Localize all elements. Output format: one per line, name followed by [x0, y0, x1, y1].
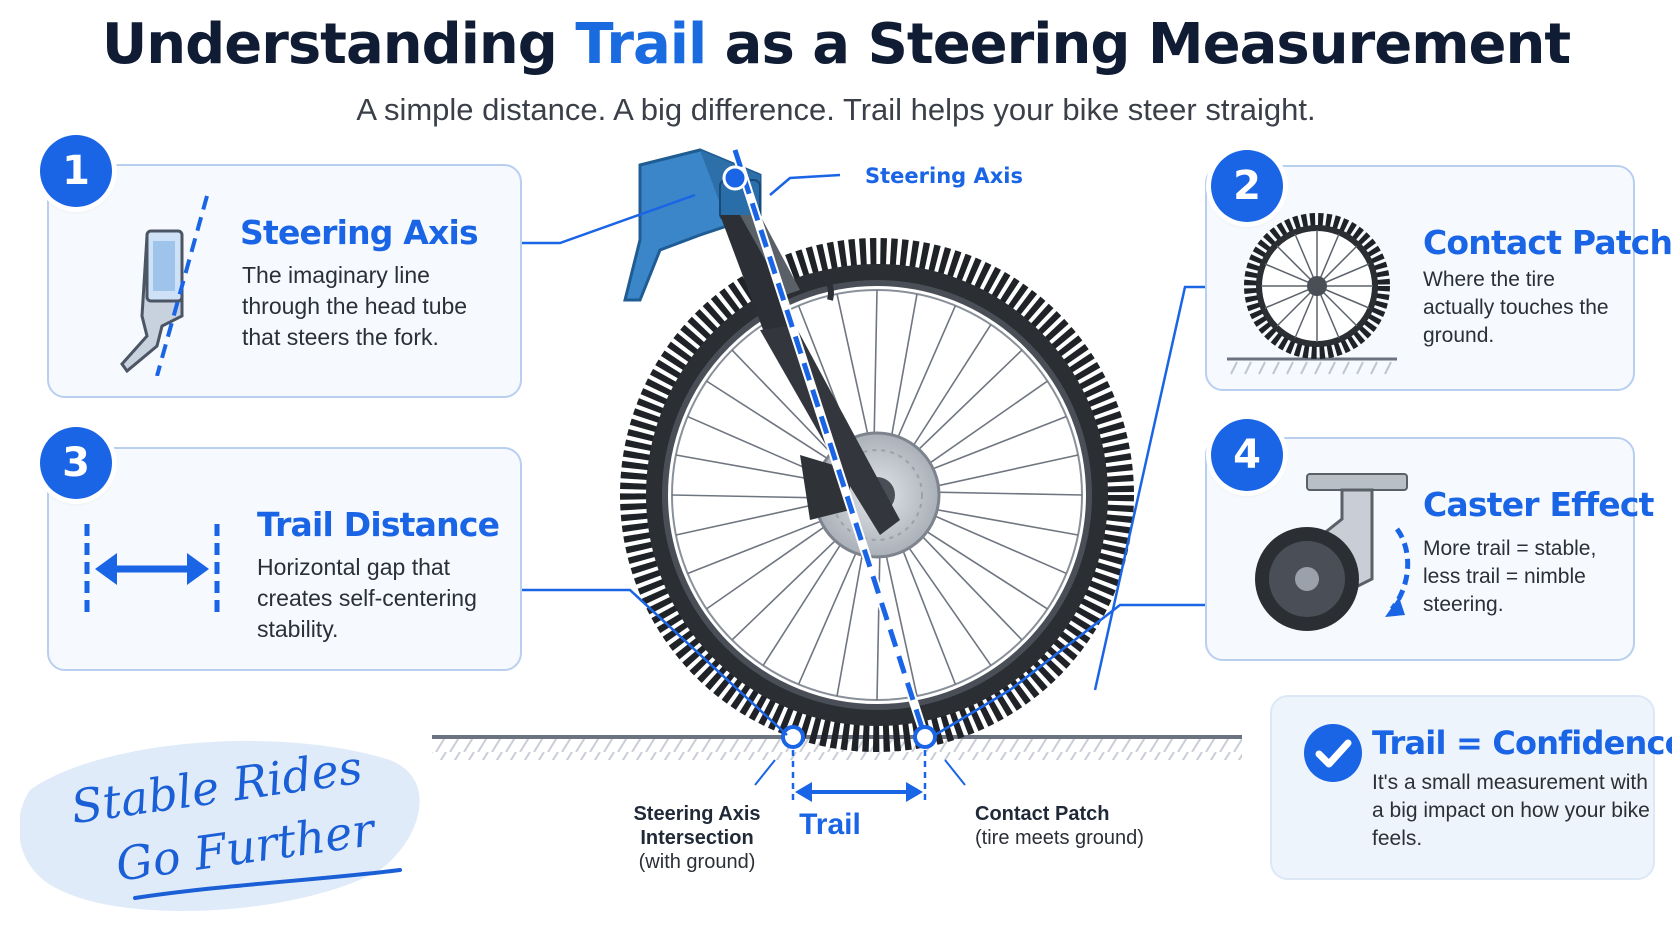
intersection-label: Steering Axis Intersection (with ground): [612, 802, 782, 874]
contact-label-line1: Contact Patch: [975, 803, 1110, 825]
slogan-brush-background: [20, 740, 420, 912]
contact-label-line2: (tire meets ground): [975, 827, 1144, 849]
steering-axis-line: [732, 149, 928, 738]
card-caster-effect: Caster Effect More trail = stable, less …: [1205, 437, 1654, 661]
distance-arrow-icon: [84, 524, 220, 614]
card-2-body: Where the tire actually touches the grou…: [1423, 268, 1609, 347]
card-2-title: Contact Patch: [1423, 223, 1672, 262]
card-3-body: Horizontal gap that creates self-centeri…: [257, 554, 477, 642]
card-steering-axis: Steering Axis The imaginary line through…: [47, 164, 522, 398]
leader-card-2: [1093, 285, 1205, 691]
confidence-box: Trail = Confidence It's a small measurem…: [1270, 695, 1672, 880]
confidence-body: It's a small measurement with a big impa…: [1372, 771, 1650, 850]
card-2-badge: 2: [1211, 150, 1283, 222]
steering-axis-callout-line: [769, 173, 841, 196]
contact-label: Contact Patch (tire meets ground): [975, 802, 1175, 850]
leader-card-1: [522, 193, 696, 245]
axis-intersection-marker: [781, 725, 805, 749]
leader-card-3: [520, 588, 788, 736]
title-part-2: as a Steering Measurement: [706, 12, 1571, 77]
card-1-body: The imaginary line through the head tube…: [242, 262, 468, 350]
page-subtitle: A simple distance. A big difference. Tra…: [356, 92, 1316, 127]
intersection-label-line3: (with ground): [638, 851, 756, 873]
intersection-label-line2: Intersection: [640, 827, 754, 849]
caster-wheel-icon: [1255, 473, 1411, 631]
confidence-title: Trail = Confidence: [1372, 724, 1672, 762]
card-1-title: Steering Axis: [240, 213, 479, 252]
card-4-body: More trail = stable, less trail = nimble…: [1423, 537, 1597, 616]
leader-card-4: [934, 603, 1205, 737]
card-4-title: Caster Effect: [1423, 485, 1654, 524]
slogan: Stable Rides Go Further: [20, 730, 440, 920]
tire: [646, 264, 1108, 726]
card-contact-patch: Contact Patch Where the tire actually to…: [1205, 165, 1672, 391]
ground-hatch: [432, 738, 1242, 760]
checkmark-icon: [1304, 724, 1362, 782]
wheel-icon: [1227, 213, 1397, 375]
contact-patch-marker: [913, 725, 937, 749]
intersection-label-line1: Steering Axis: [633, 803, 761, 825]
trail-label: Trail: [799, 808, 861, 841]
card-1-badge: 1: [40, 135, 112, 207]
steering-axis-top-dot: [722, 165, 748, 191]
page-title: Understanding Trail as a Steering Measur…: [0, 12, 1672, 77]
card-3-badge: 3: [40, 427, 112, 499]
head-tube-icon: [120, 195, 209, 376]
card-4-badge: 4: [1211, 419, 1283, 491]
rim: [662, 280, 1092, 710]
card-trail-distance: Trail Distance Horizontal gap that creat…: [47, 447, 522, 671]
title-part-1: Understanding: [101, 12, 576, 77]
tire-tread: [620, 238, 1134, 752]
title-accent: Trail: [575, 12, 707, 77]
card-3-title: Trail Distance: [257, 505, 500, 544]
steering-axis-callout: Steering Axis: [865, 164, 1023, 188]
